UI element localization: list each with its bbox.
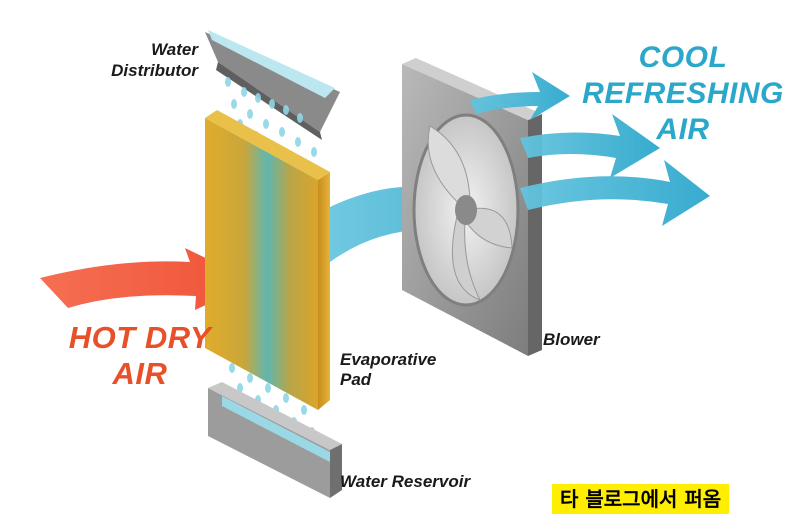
watermark-badge: 타 블로그에서 퍼옴 bbox=[552, 484, 730, 514]
evaporative-pad bbox=[205, 110, 330, 410]
water-distributor bbox=[205, 30, 340, 140]
cool-refreshing-air-label: COOL REFRESHING AIR bbox=[582, 41, 784, 146]
hot-dry-air-label: HOT DRY AIR bbox=[68, 320, 212, 391]
cool-air-arrow-bottom bbox=[520, 160, 710, 226]
water-distributor-label-line2: Distributor bbox=[111, 61, 198, 80]
water-reservoir bbox=[208, 382, 342, 498]
water-reservoir-label: Water Reservoir bbox=[340, 472, 471, 491]
evaporative-pad-label: Evaporative Pad bbox=[340, 350, 437, 389]
hot-air-arrow bbox=[40, 248, 255, 310]
blower-fan bbox=[402, 58, 542, 356]
blower-label: Blower bbox=[543, 330, 600, 349]
cool-air-arrow-middle bbox=[520, 114, 660, 178]
cool-air-arrow-top bbox=[470, 72, 570, 120]
water-distributor-label: Water bbox=[151, 40, 198, 59]
